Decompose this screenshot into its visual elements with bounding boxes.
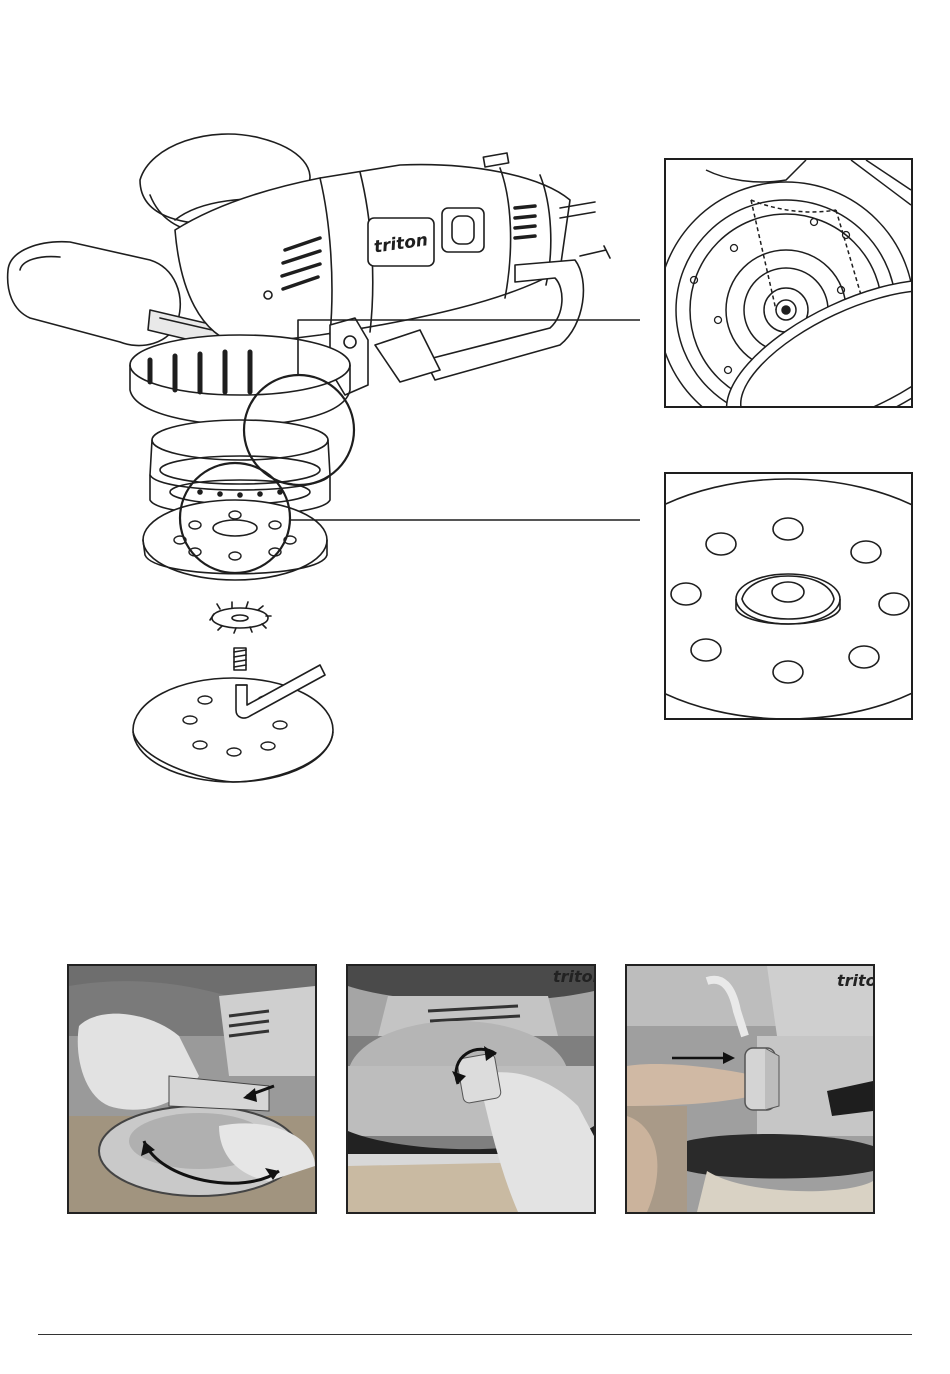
photo-twist-lock: triton <box>346 964 596 1214</box>
photo-press-button: triton <box>625 964 875 1214</box>
base-skirt <box>130 335 350 425</box>
detail-inset-shroud <box>664 158 913 408</box>
sanding-pad <box>143 500 327 580</box>
brand-logo-photo: triton <box>553 967 594 986</box>
lock-washer <box>210 602 271 633</box>
photo-rotate-shroud <box>67 964 317 1214</box>
abrasive-disc <box>133 678 333 782</box>
brand-logo-photo-2: triton <box>837 971 873 990</box>
exploded-view-figure: triton <box>0 120 640 800</box>
footer-rule <box>38 1334 912 1335</box>
detail-inset-pad <box>664 472 913 720</box>
pad-bolt <box>234 648 246 670</box>
